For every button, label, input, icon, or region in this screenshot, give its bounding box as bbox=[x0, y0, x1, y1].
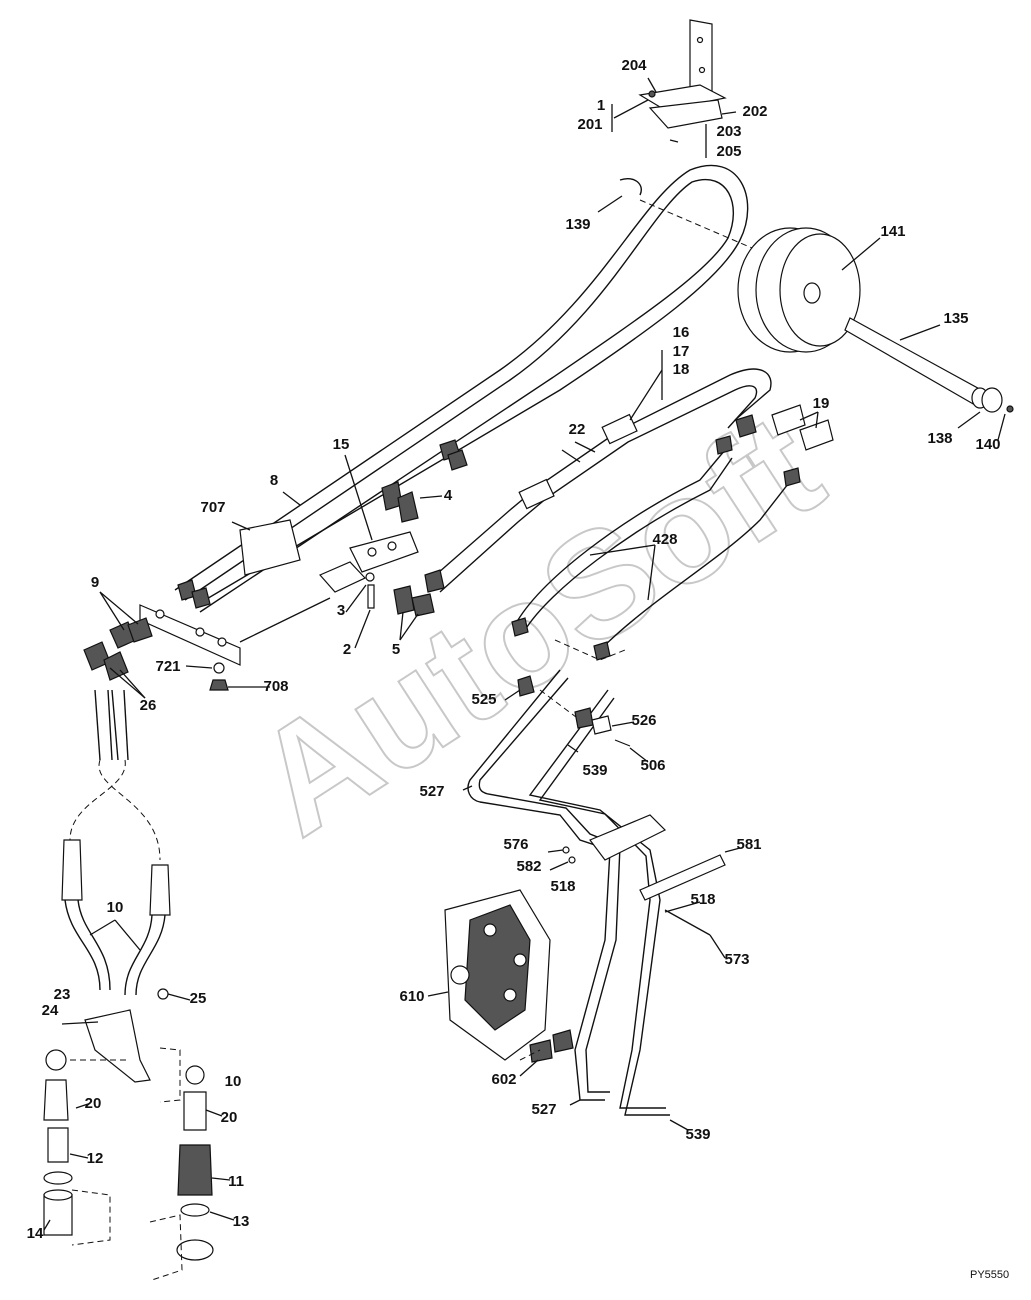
pulley-141 bbox=[737, 227, 881, 353]
part-label-539: 539 bbox=[685, 1126, 710, 1143]
part-label-138: 138 bbox=[927, 430, 952, 447]
part-label-13: 13 bbox=[233, 1213, 250, 1230]
part-label-202: 202 bbox=[742, 103, 767, 120]
part-label-139: 139 bbox=[565, 216, 590, 233]
hose-loop-8 bbox=[174, 164, 781, 613]
mounting-bracket bbox=[611, 19, 737, 158]
part-label-135: 135 bbox=[943, 310, 968, 327]
part-label-26: 26 bbox=[140, 697, 157, 714]
part-label-1: 1 bbox=[597, 97, 605, 114]
part-label-707: 707 bbox=[200, 499, 225, 516]
bracket-707-plate bbox=[83, 491, 331, 699]
part-label-22: 22 bbox=[569, 421, 586, 438]
part-label-3: 3 bbox=[337, 602, 345, 619]
part-label-527: 527 bbox=[531, 1101, 556, 1118]
part-label-25: 25 bbox=[190, 990, 207, 1007]
part-label-11: 11 bbox=[228, 1173, 244, 1190]
part-label-527: 527 bbox=[419, 783, 444, 800]
hoses-10 bbox=[61, 689, 171, 996]
tee-fitting-526 bbox=[504, 675, 649, 763]
part-label-23: 23 bbox=[54, 986, 71, 1003]
part-label-518: 518 bbox=[690, 891, 715, 908]
part-label-24: 24 bbox=[42, 1002, 59, 1019]
part-label-204: 204 bbox=[621, 57, 647, 74]
part-label-141: 141 bbox=[880, 223, 905, 240]
part-label-140: 140 bbox=[975, 436, 1000, 453]
watermark: AutoSoft bbox=[225, 380, 849, 868]
part-label-19: 19 bbox=[813, 395, 830, 412]
part-label-506: 506 bbox=[640, 757, 665, 774]
part-label-15: 15 bbox=[333, 436, 350, 453]
part-label-17: 17 bbox=[673, 343, 690, 360]
shaft-135 bbox=[844, 317, 1014, 441]
watermark-text: AutoSoft bbox=[226, 381, 848, 867]
part-label-8: 8 bbox=[270, 472, 278, 489]
part-label-428: 428 bbox=[652, 531, 677, 548]
part-label-201: 201 bbox=[577, 116, 602, 133]
part-label-16: 16 bbox=[673, 324, 690, 341]
part-label-5: 5 bbox=[392, 641, 400, 658]
part-label-18: 18 bbox=[673, 361, 690, 378]
tubes-428 bbox=[514, 449, 796, 651]
part-label-525: 525 bbox=[471, 691, 496, 708]
lower-bracket-and-couplers bbox=[43, 988, 235, 1281]
part-label-526: 526 bbox=[631, 712, 656, 729]
part-label-573: 573 bbox=[724, 951, 749, 968]
part-label-20: 20 bbox=[85, 1095, 102, 1112]
part-label-205: 205 bbox=[716, 143, 741, 160]
part-label-518: 518 bbox=[550, 878, 575, 895]
part-label-203: 203 bbox=[716, 123, 741, 140]
part-label-9: 9 bbox=[91, 574, 99, 591]
fittings-5 bbox=[393, 585, 435, 641]
clips-19 bbox=[771, 404, 834, 451]
part-label-14: 14 bbox=[27, 1225, 44, 1242]
part-label-539: 539 bbox=[582, 762, 607, 779]
fittings-4 bbox=[381, 481, 443, 523]
part-label-12: 12 bbox=[87, 1150, 104, 1167]
control-valve-610 bbox=[427, 889, 574, 1077]
part-label-20: 20 bbox=[221, 1109, 238, 1126]
tubes-527-539 bbox=[462, 639, 689, 1131]
part-label-721: 721 bbox=[155, 658, 180, 675]
tube-assembly-upper bbox=[429, 350, 772, 593]
part-label-602: 602 bbox=[491, 1071, 516, 1088]
part-label-582: 582 bbox=[516, 858, 541, 875]
part-label-10: 10 bbox=[107, 899, 124, 916]
part-label-2: 2 bbox=[343, 641, 351, 658]
part-label-4: 4 bbox=[444, 487, 453, 504]
hose-end-fittings bbox=[177, 414, 801, 661]
part-label-581: 581 bbox=[736, 836, 761, 853]
part-label-10: 10 bbox=[225, 1073, 242, 1090]
part-label-610: 610 bbox=[399, 988, 424, 1005]
mount-plate-581 bbox=[547, 814, 741, 959]
part-label-576: 576 bbox=[503, 836, 528, 853]
drawing-code: PY5550 bbox=[970, 1269, 1009, 1281]
bracket-15 bbox=[319, 454, 419, 649]
part-label-708: 708 bbox=[263, 678, 288, 695]
